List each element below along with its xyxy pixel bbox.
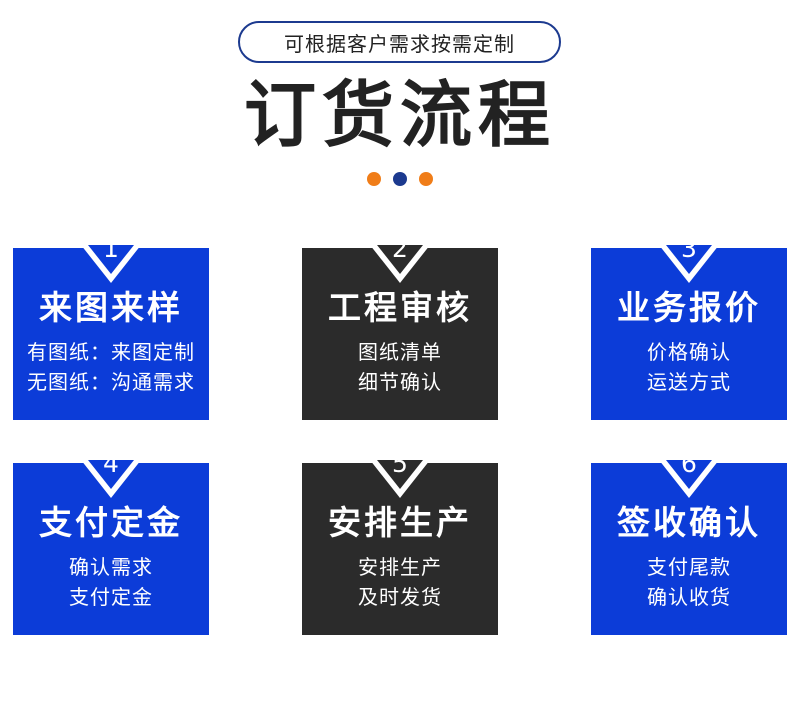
step-detail-2: 细节确认 <box>358 370 442 394</box>
step-number: 1 <box>103 234 119 263</box>
step-title: 来图来样 <box>39 288 183 327</box>
subtitle-text: 可根据客户需求按需定制 <box>284 31 515 56</box>
step-detail-2: 运送方式 <box>647 370 731 394</box>
subtitle-pill: 可根据客户需求按需定制 <box>238 21 561 63</box>
orange-dot-left <box>367 172 381 186</box>
step-card-2: 2 工程审核 图纸清单 细节确认 <box>302 234 498 420</box>
navy-dot-center <box>393 172 407 186</box>
step-number: 2 <box>392 234 408 263</box>
step-title: 业务报价 <box>617 288 761 327</box>
step-detail-2: 确认收货 <box>647 585 731 609</box>
step-notch-icon <box>659 245 719 283</box>
step-notch-icon <box>81 245 141 283</box>
step-card-5: 5 安排生产 安排生产 及时发货 <box>302 449 498 635</box>
step-title: 安排生产 <box>328 503 472 542</box>
step-detail-1: 支付尾款 <box>647 555 731 579</box>
step-notch-icon <box>370 245 430 283</box>
step-title: 支付定金 <box>39 503 183 542</box>
step-detail-2: 支付定金 <box>69 585 153 609</box>
step-detail-1: 安排生产 <box>358 555 442 579</box>
page-title: 订货流程 <box>243 73 556 157</box>
step-title: 工程审核 <box>328 288 472 327</box>
step-detail-1: 确认需求 <box>69 555 153 579</box>
step-detail-2: 及时发货 <box>358 585 442 609</box>
step-card-4: 4 支付定金 确认需求 支付定金 <box>13 449 209 635</box>
step-detail-1: 价格确认 <box>647 340 731 364</box>
step-detail-2: 无图纸：沟通需求 <box>27 370 195 394</box>
step-detail-1: 有图纸：来图定制 <box>27 340 195 364</box>
step-card-3: 3 业务报价 价格确认 运送方式 <box>591 234 787 420</box>
step-card-6: 6 签收确认 支付尾款 确认收货 <box>591 449 787 635</box>
step-notch-icon <box>659 460 719 498</box>
orange-dot-right <box>419 172 433 186</box>
step-number: 6 <box>681 449 697 478</box>
step-card-1: 1 来图来样 有图纸：来图定制 无图纸：沟通需求 <box>13 234 209 420</box>
step-title: 签收确认 <box>617 503 761 542</box>
step-detail-1: 图纸清单 <box>358 340 442 364</box>
decorative-dots <box>367 172 433 186</box>
step-number: 3 <box>681 234 697 263</box>
step-notch-icon <box>81 460 141 498</box>
step-number: 4 <box>103 449 119 478</box>
step-notch-icon <box>370 460 430 498</box>
step-number: 5 <box>392 449 408 478</box>
